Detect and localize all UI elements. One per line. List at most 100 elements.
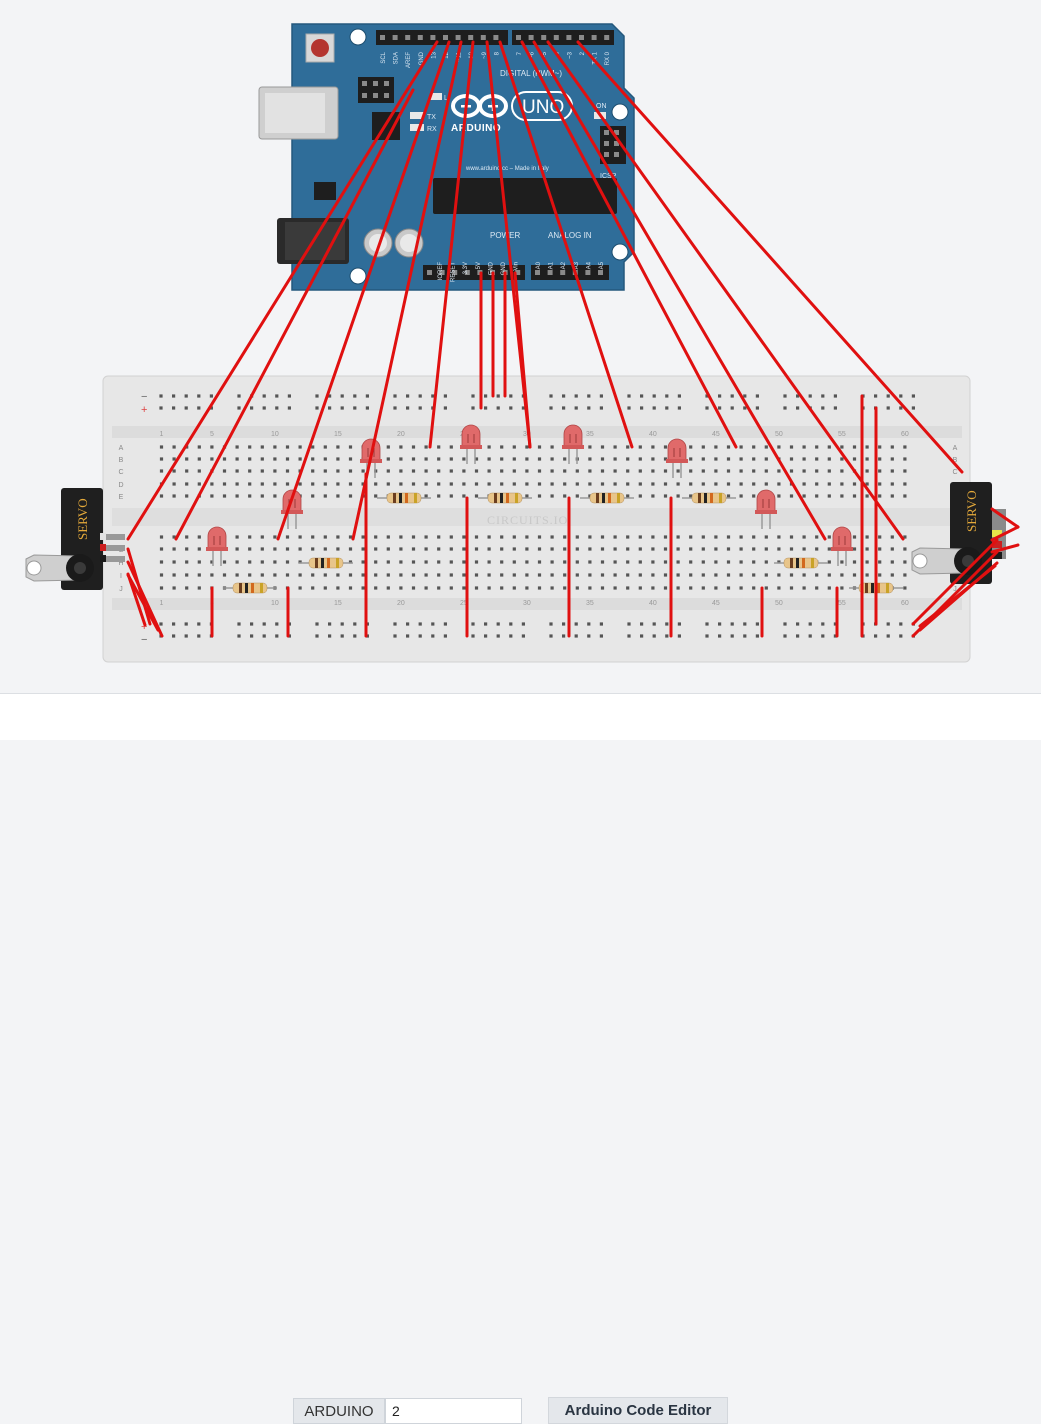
breadboard-hole[interactable] <box>575 469 579 473</box>
breadboard-hole[interactable] <box>903 445 907 449</box>
rail-hole[interactable] <box>496 406 500 410</box>
rail-hole[interactable] <box>418 634 422 638</box>
breadboard-hole[interactable] <box>374 494 378 498</box>
breadboard-hole[interactable] <box>437 560 441 564</box>
rail-hole[interactable] <box>808 634 812 638</box>
breadboard-hole[interactable] <box>789 547 794 551</box>
breadboard-hole[interactable] <box>311 482 315 486</box>
breadboard-hole[interactable] <box>588 573 592 577</box>
breadboard-hole[interactable] <box>550 573 554 577</box>
rail-hole[interactable] <box>549 622 553 626</box>
resistor[interactable] <box>580 492 634 504</box>
breadboard-hole[interactable] <box>273 560 277 564</box>
breadboard-hole[interactable] <box>172 535 176 539</box>
rail-hole[interactable] <box>287 406 291 410</box>
breadboard-hole[interactable] <box>185 494 189 498</box>
rail-hole[interactable] <box>599 634 603 638</box>
breadboard-hole[interactable] <box>449 469 453 473</box>
breadboard-hole[interactable] <box>361 482 365 486</box>
breadboard-hole[interactable] <box>525 494 529 498</box>
breadboard-hole[interactable] <box>537 469 542 473</box>
breadboard-hole[interactable] <box>550 494 554 498</box>
rail-hole[interactable] <box>652 622 656 626</box>
breadboard-hole[interactable] <box>865 535 869 539</box>
breadboard-hole[interactable] <box>651 457 655 461</box>
breadboard-hole[interactable] <box>273 547 277 551</box>
rail-hole[interactable] <box>275 634 279 638</box>
breadboard-hole[interactable] <box>386 573 390 577</box>
rail-hole[interactable] <box>627 406 631 410</box>
rail-hole[interactable] <box>640 394 644 398</box>
breadboard-hole[interactable] <box>815 445 819 449</box>
breadboard-hole[interactable] <box>588 535 592 539</box>
breadboard-hole[interactable] <box>500 586 504 590</box>
breadboard-hole[interactable] <box>663 547 668 551</box>
breadboard-hole[interactable] <box>676 586 680 590</box>
breadboard-hole[interactable] <box>424 482 428 486</box>
rail-hole[interactable] <box>250 634 254 638</box>
breadboard-hole[interactable] <box>323 547 327 551</box>
breadboard-hole[interactable] <box>575 535 579 539</box>
breadboard-hole[interactable] <box>399 482 403 486</box>
breadboard-hole[interactable] <box>537 445 542 449</box>
breadboard-hole[interactable] <box>878 469 882 473</box>
breadboard-hole[interactable] <box>348 547 353 551</box>
breadboard-hole[interactable] <box>374 535 378 539</box>
breadboard-hole[interactable] <box>260 547 264 551</box>
breadboard-hole[interactable] <box>638 445 642 449</box>
breadboard-hole[interactable] <box>474 482 479 486</box>
rail-hole[interactable] <box>783 634 787 638</box>
breadboard-hole[interactable] <box>185 560 189 564</box>
rail-hole[interactable] <box>172 634 176 638</box>
breadboard-hole[interactable] <box>789 573 794 577</box>
breadboard-hole[interactable] <box>159 494 164 498</box>
rail-hole[interactable] <box>184 394 188 398</box>
breadboard-hole[interactable] <box>714 586 718 590</box>
breadboard-hole[interactable] <box>802 457 806 461</box>
rail-hole[interactable] <box>549 394 553 398</box>
breadboard-hole[interactable] <box>449 482 453 486</box>
breadboard-hole[interactable] <box>437 573 441 577</box>
breadboard-hole[interactable] <box>210 445 214 449</box>
breadboard-hole[interactable] <box>235 573 239 577</box>
rail-hole[interactable] <box>262 394 266 398</box>
rail-hole[interactable] <box>640 622 644 626</box>
rail-hole[interactable] <box>886 394 890 398</box>
breadboard-hole[interactable] <box>890 573 894 577</box>
breadboard-hole[interactable] <box>600 445 605 449</box>
rail-hole[interactable] <box>353 406 357 410</box>
breadboard-hole[interactable] <box>311 494 315 498</box>
rail-hole[interactable] <box>652 394 656 398</box>
breadboard-hole[interactable] <box>626 482 630 486</box>
breadboard-hole[interactable] <box>752 560 756 564</box>
breadboard-hole[interactable] <box>676 573 680 577</box>
breadboard-hole[interactable] <box>399 547 403 551</box>
breadboard-hole[interactable] <box>840 586 844 590</box>
rail-hole[interactable] <box>315 406 319 410</box>
breadboard-hole[interactable] <box>600 586 605 590</box>
breadboard-hole[interactable] <box>815 573 819 577</box>
rail-hole[interactable] <box>509 406 513 410</box>
breadboard-hole[interactable] <box>878 560 882 564</box>
circuit-canvas[interactable]: CIRCUITS.IO − + + − AABBCCDDEEFFGGHHIIJJ… <box>0 0 1041 693</box>
breadboard-hole[interactable] <box>651 560 655 564</box>
breadboard-hole[interactable] <box>474 535 479 539</box>
breadboard-hole[interactable] <box>890 560 894 564</box>
breadboard-hole[interactable] <box>159 445 164 449</box>
rail-hole[interactable] <box>796 634 800 638</box>
breadboard-hole[interactable] <box>689 445 693 449</box>
breadboard-hole[interactable] <box>437 586 441 590</box>
rail-hole[interactable] <box>833 622 837 626</box>
breadboard-hole[interactable] <box>411 535 416 539</box>
breadboard-hole[interactable] <box>815 469 819 473</box>
rail-hole[interactable] <box>406 394 410 398</box>
rail-hole[interactable] <box>821 634 825 638</box>
rail-hole[interactable] <box>340 406 344 410</box>
led[interactable] <box>206 526 228 566</box>
breadboard-hole[interactable] <box>172 547 176 551</box>
breadboard-hole[interactable] <box>663 560 668 564</box>
breadboard-hole[interactable] <box>500 535 504 539</box>
breadboard-hole[interactable] <box>827 547 831 551</box>
rail-hole[interactable] <box>262 634 266 638</box>
breadboard-hole[interactable] <box>525 547 529 551</box>
